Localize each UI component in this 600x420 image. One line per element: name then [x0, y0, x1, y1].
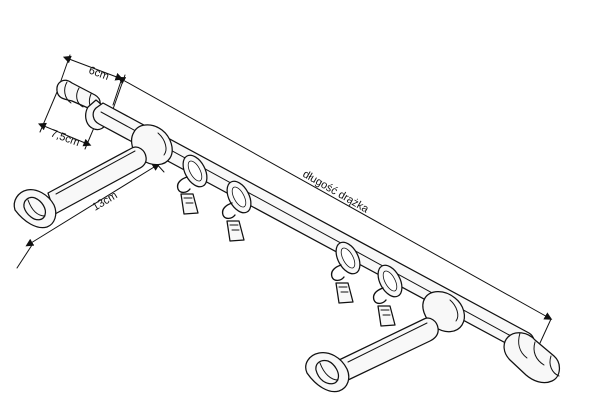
left-wall-plate-detail — [27, 199, 46, 217]
right-finial-ring-2 — [533, 341, 545, 366]
clip-hook-icon — [330, 264, 354, 304]
right-bracket-arm — [338, 317, 439, 382]
dimension-rod-length — [117, 76, 553, 320]
right-bracket-assembly — [305, 291, 465, 393]
right-finial-ring-3 — [549, 355, 560, 377]
dimension-width-top — [62, 55, 124, 81]
label-width-top: 6cm — [87, 65, 111, 83]
right-wall-plate-detail — [319, 362, 339, 381]
right-bracket-arm-highlight — [347, 322, 428, 363]
dimension-extension-bracket-left — [16, 244, 33, 269]
curtain-ring-clip-set — [176, 154, 403, 327]
label-rod-length: długość drążka — [301, 168, 372, 216]
clip-hook-icon — [372, 287, 396, 327]
clip-hook-icon — [221, 202, 245, 242]
dimension-lines — [16, 54, 553, 344]
curtain-ring-icon — [335, 241, 361, 275]
clip-hook-icon — [176, 176, 199, 215]
left-finial-ring-1 — [64, 81, 72, 104]
dimension-labels: 6cm 7,5cm 13cm długość drążka — [49, 65, 371, 216]
dimension-depth — [37, 122, 92, 147]
left-bracket-arm-highlight — [55, 150, 136, 195]
right-finial-body — [503, 332, 560, 384]
left-bracket-arm — [47, 146, 147, 215]
right-bracket-ring-detail — [449, 299, 459, 322]
dimension-extension-rod-right — [539, 318, 552, 344]
dimension-extension-rod-left — [112, 77, 123, 106]
dimension-extension-depth-left — [39, 91, 58, 133]
left-bracket-assembly — [13, 124, 173, 229]
label-bracket-depth: 7,5cm — [49, 128, 81, 150]
right-finial-ring-1 — [518, 332, 528, 359]
curtain-ring-icon — [226, 180, 252, 214]
curtain-ring-icon — [182, 154, 208, 188]
right-finial — [503, 332, 560, 384]
left-finial-ring-2 — [76, 87, 84, 108]
left-bracket-ring-detail — [157, 132, 167, 156]
curtain-ring-icon — [377, 264, 403, 298]
